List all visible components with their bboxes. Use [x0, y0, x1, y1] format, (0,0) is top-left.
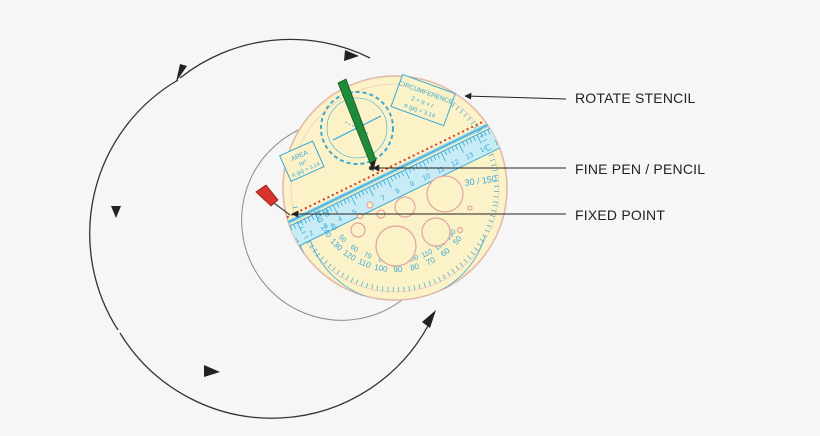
circle-stencil: 1501401301201101009080706050304050607080…	[273, 74, 511, 310]
ruler-tick	[279, 231, 283, 240]
ruler-tick	[495, 126, 499, 135]
rotate-stencil-label: ROTATE STENCIL	[575, 90, 696, 106]
rotate-leader	[465, 96, 566, 99]
fine-pen-label: FINE PEN / PENCIL	[575, 161, 705, 177]
rotation-arrow-icon	[176, 64, 187, 82]
ruler-tick	[498, 124, 500, 128]
rotation-arrow-icon	[422, 310, 436, 328]
fixed-point-label: FIXED POINT	[575, 207, 665, 223]
rotation-arrow-icon	[204, 365, 220, 377]
ruler-tick	[283, 229, 285, 233]
rotation-arrow-icon	[111, 206, 121, 218]
ruler-tick	[286, 228, 288, 232]
